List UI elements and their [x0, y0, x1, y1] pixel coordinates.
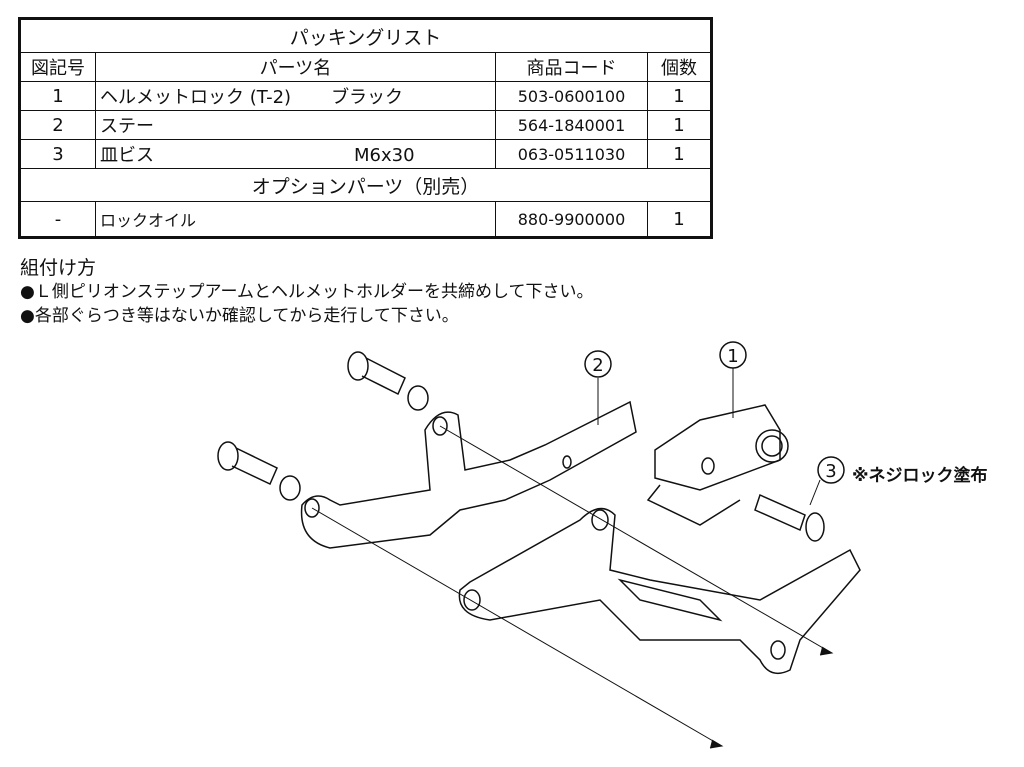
row-name: ヘルメットロック (T-2) ブラック — [95, 81, 496, 111]
stay-bracket — [300, 400, 637, 549]
part-spec: ブラック — [331, 87, 404, 108]
row-no: 3 — [19, 139, 96, 169]
assembly-lines — [311, 368, 834, 749]
row-name: 皿ビス M6x30 — [95, 139, 496, 169]
table-row: 1 ヘルメットロック (T-2)ブラック 503-0600100 1 — [19, 81, 712, 111]
callout-label-3: 3 — [825, 461, 836, 482]
thread-lock-note: ※ネジロック塗布 — [852, 466, 988, 486]
instruction-step: ●各部ぐらつき等はないか確認してから走行して下さい。 — [20, 306, 459, 326]
row-no: 2 — [19, 110, 96, 140]
callout-circles — [584, 341, 845, 484]
row-no: - — [19, 201, 96, 238]
countersunk-screw — [754, 493, 825, 542]
bolt-left — [217, 441, 301, 501]
table-header: 図記号 パーツ名 商品コード 個数 — [19, 52, 712, 82]
option-title: オプションパーツ（別売） — [19, 168, 712, 202]
table-row: 2 ステー 564-1840001 1 — [19, 110, 712, 140]
part-name: ロックオイル — [95, 201, 496, 238]
table-row: - ロックオイル 880-9900000 1 — [19, 201, 712, 238]
part-spec: M6x30 — [354, 145, 415, 166]
header-no: 図記号 — [19, 52, 96, 82]
instructions-heading: 組付け方 — [20, 257, 97, 279]
callout-label-2: 2 — [592, 355, 603, 376]
packing-list-table: パッキングリスト 図記号 パーツ名 商品コード 個数 1 ヘルメットロック (T… — [18, 17, 713, 239]
helmet-lock — [646, 404, 789, 526]
row-qty: 1 — [647, 110, 712, 140]
callout-label-1: 1 — [727, 346, 738, 367]
row-code: 880-9900000 — [495, 201, 648, 238]
row-qty: 1 — [647, 201, 712, 238]
instructions: 組付け方 ●Ｌ側ピリオンステップアームとヘルメットホルダーを共締めして下さい。 … — [20, 256, 593, 328]
bolt-top — [347, 351, 429, 411]
row-code: 503-0600100 — [495, 81, 648, 111]
row-code: 564-1840001 — [495, 110, 648, 140]
part-name: ヘルメットロック (T-2) — [100, 87, 292, 108]
part-name: 皿ビス — [100, 145, 154, 166]
instruction-step: ●Ｌ側ピリオンステップアームとヘルメットホルダーを共締めして下さい。 — [20, 282, 594, 302]
pillion-step-arm — [458, 507, 861, 675]
